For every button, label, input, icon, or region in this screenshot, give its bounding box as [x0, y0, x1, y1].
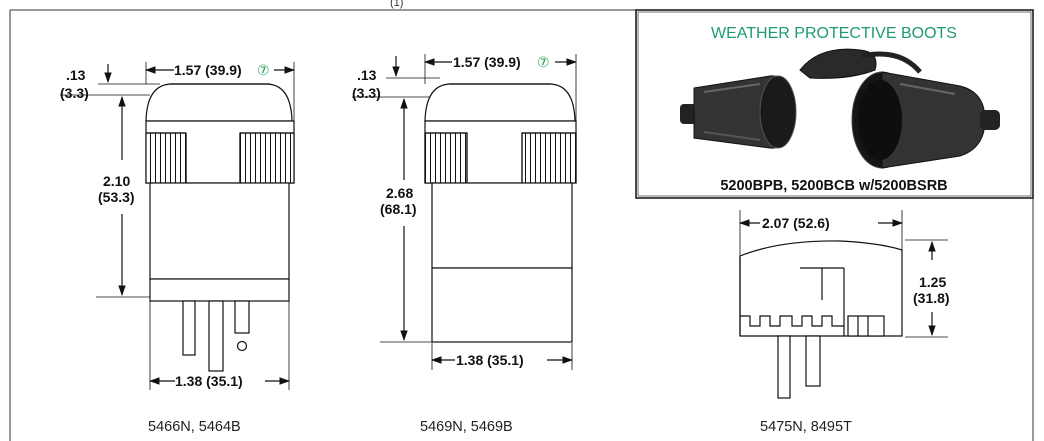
plug2-cap-height-in: .13 — [357, 67, 377, 83]
plug-5475n-drawing — [739, 240, 903, 399]
header-mark: (1) — [390, 0, 403, 9]
plug3-caption: 5475N, 8495T — [760, 419, 852, 435]
plug1-caption: 5466N, 5464B — [148, 419, 241, 435]
plug1-base-width-label: 1.38 (35.1) — [175, 373, 243, 389]
plug1-top-width-label: 1.57 (39.9) — [174, 62, 242, 78]
plug2-height-in: 2.68 — [386, 185, 413, 201]
plug2-caption: 5469N, 5469B — [420, 419, 513, 435]
plug-5466n-drawing — [145, 83, 295, 372]
plug-5469n-drawing — [424, 83, 577, 343]
plug-5469n-dimensions: 1.57 (39.9) ⑦ .13 (3.3) 2.68 (68.1) 1.38… — [352, 54, 578, 370]
plug3-height-in: 1.25 — [919, 274, 946, 290]
boots-inset: WEATHER PROTECTIVE BOOTS 5200BPB, 5200BC… — [635, 9, 1034, 199]
plug2-height-mm: (68.1) — [380, 201, 417, 217]
plug2-note-marker: ⑦ — [537, 54, 550, 70]
plug2-cap-height-mm: (3.3) — [352, 85, 381, 101]
boots-caption: 5200BPB, 5200BCB w/5200BSRB — [720, 178, 947, 194]
plug1-cap-height-in: .13 — [66, 67, 86, 83]
plug1-note-marker: ⑦ — [257, 62, 270, 78]
plug3-width-label: 2.07 (52.6) — [762, 215, 830, 231]
boot-right-image — [799, 48, 1000, 169]
boots-title: WEATHER PROTECTIVE BOOTS — [711, 25, 957, 42]
plug-5475n-dimensions: 2.07 (52.6) 1.25 (31.8) — [738, 210, 950, 338]
plug2-top-width-label: 1.57 (39.9) — [453, 54, 521, 70]
plug3-height-mm: (31.8) — [913, 290, 950, 306]
plug2-base-width-label: 1.38 (35.1) — [456, 352, 524, 368]
boot-left-image — [680, 75, 797, 149]
plug1-cap-height-mm: (3.3) — [60, 85, 89, 101]
plug1-height-in: 2.10 — [103, 173, 130, 189]
plug1-height-mm: (53.3) — [98, 189, 135, 205]
plug-5466n-dimensions: 1.57 (39.9) ⑦ .13 (3.3) 2.10 (53.3) 1.38… — [60, 62, 296, 390]
